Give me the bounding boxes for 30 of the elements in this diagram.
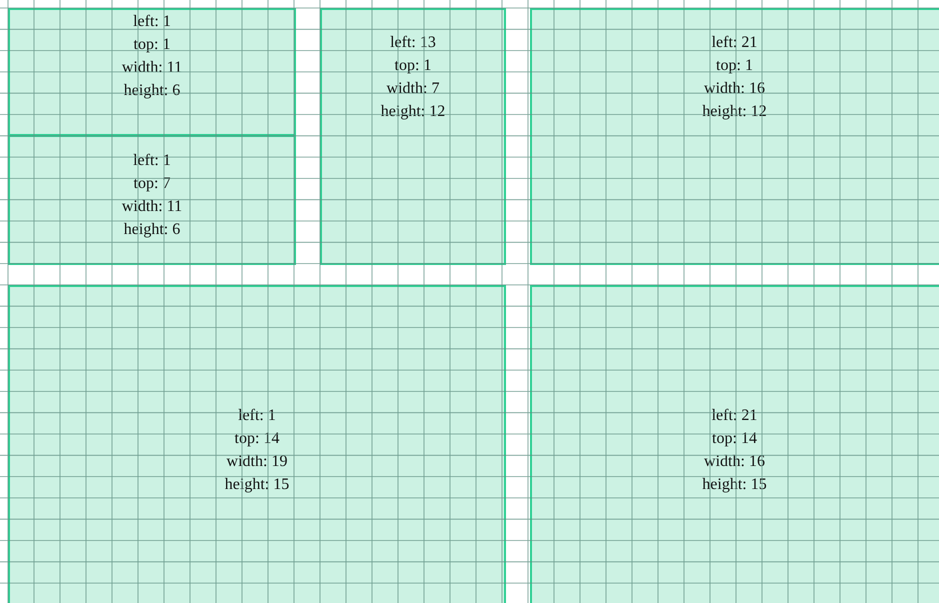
property-text: left: 1: [133, 151, 171, 171]
property-text: width: 16: [704, 78, 765, 98]
property-text: width: 19: [226, 452, 288, 472]
grid-area-box: [530, 8, 939, 265]
property-text: left: 1: [238, 406, 276, 426]
property-text: height: 6: [124, 220, 180, 240]
property-text: width: 11: [122, 197, 182, 217]
property-text: height: 12: [380, 102, 446, 122]
property-text: width: 16: [704, 452, 765, 472]
property-text: top: 14: [234, 429, 280, 449]
grid-area-box: [530, 285, 939, 603]
property-text: height: 12: [702, 102, 767, 122]
property-text: height: 15: [224, 475, 290, 495]
property-text: left: 1: [133, 12, 171, 32]
property-text: width: 11: [122, 58, 182, 78]
property-text: height: 6: [124, 81, 180, 101]
property-text: left: 21: [712, 406, 758, 426]
grid-area-box: [8, 285, 506, 603]
property-text: top: 1: [716, 56, 753, 76]
property-text: width: 7: [386, 78, 440, 98]
property-text: top: 1: [134, 35, 170, 55]
property-text: top: 14: [712, 429, 757, 449]
property-text: top: 1: [394, 56, 432, 76]
grid-area-box: [320, 8, 506, 265]
property-text: top: 7: [134, 174, 170, 194]
property-text: left: 21: [712, 32, 758, 52]
property-text: left: 13: [390, 32, 436, 52]
grid-area-box: [8, 8, 296, 136]
property-text: height: 15: [702, 475, 767, 495]
grid-area-box: [8, 135, 296, 265]
